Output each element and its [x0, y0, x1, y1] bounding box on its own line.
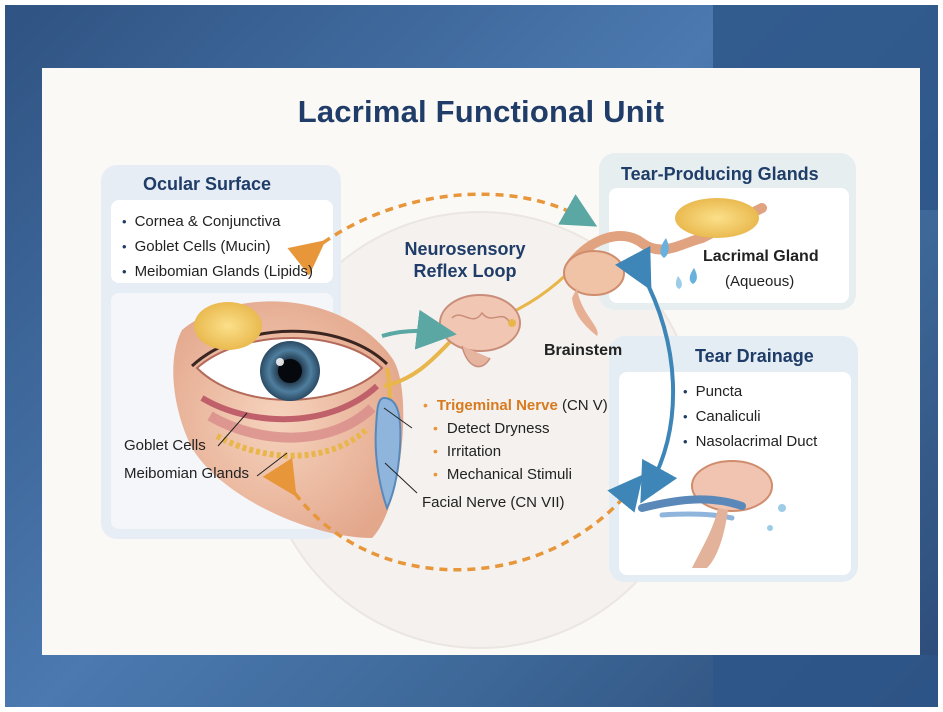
lacrimal-gland-sub: (Aqueous): [725, 273, 794, 290]
lacrimal-gland-label: Lacrimal Gland: [703, 248, 819, 266]
list-item: •Canaliculi: [683, 404, 817, 429]
trigeminal-list: •Trigeminal Nerve (CN V) •Detect Dryness…: [423, 394, 608, 486]
drainage-heading: Tear Drainage: [695, 346, 814, 367]
list-item: •Detect Dryness: [423, 417, 608, 440]
drainage-list: •Puncta •Canaliculi •Nasolacrimal Duct: [683, 379, 817, 454]
lacrimal-gland-shape: [675, 198, 759, 238]
corner-band-bottom: [713, 655, 938, 707]
fat-pad-ocular: [194, 302, 262, 350]
list-item: •Irritation: [423, 440, 608, 463]
list-item: •Goblet Cells (Mucin): [122, 234, 313, 259]
ocular-surface-list: •Cornea & Conjunctiva •Goblet Cells (Muc…: [122, 209, 313, 284]
list-item: •Puncta: [683, 379, 817, 404]
reflex-loop-heading: Neurosensory Reflex Loop: [390, 238, 540, 282]
ocular-surface-heading: Ocular Surface: [143, 174, 271, 195]
brainstem-label: Brainstem: [544, 342, 622, 360]
diagram-card: Lacrimal Functional Unit Ocular Surface …: [42, 68, 920, 655]
list-item: •Mechanical Stimuli: [423, 463, 608, 486]
meibomian-glands-label: Meibomian Glands: [124, 465, 249, 482]
list-item: •Meibomian Glands (Lipids): [122, 259, 313, 284]
facial-nerve-label: Facial Nerve (CN VII): [422, 494, 565, 511]
trigeminal-heading: •Trigeminal Nerve (CN V): [423, 394, 608, 417]
list-item: •Cornea & Conjunctiva: [122, 209, 313, 234]
goblet-cells-label: Goblet Cells: [124, 437, 206, 454]
background-frame: Lacrimal Functional Unit Ocular Surface …: [5, 5, 938, 707]
list-item: •Nasolacrimal Duct: [683, 429, 817, 454]
glands-heading: Tear-Producing Glands: [621, 164, 819, 185]
page-title: Lacrimal Functional Unit: [42, 94, 920, 130]
